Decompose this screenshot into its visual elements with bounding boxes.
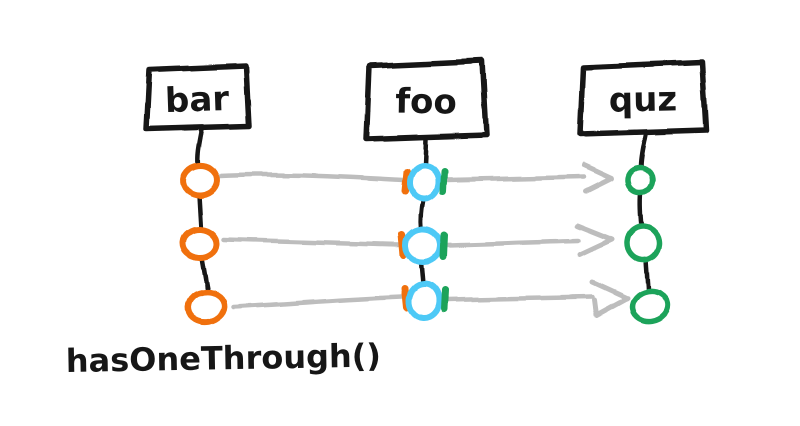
foo-node-1 xyxy=(406,163,442,201)
arrow-head-row3-icon xyxy=(589,279,630,318)
quz-box-label: quz xyxy=(608,79,677,120)
connector-row1-right xyxy=(444,174,587,183)
bar-chain-line-2 xyxy=(199,254,211,295)
quz-node-2 xyxy=(624,223,662,263)
connector-row2-left xyxy=(221,237,402,248)
connector-row2-right xyxy=(443,238,581,248)
arrow-head-row1-icon xyxy=(581,162,615,194)
bar-stem-line xyxy=(195,126,205,167)
caption-has-one-through: hasOneThrough() xyxy=(65,337,381,380)
foo-chain-line-1 xyxy=(418,195,426,232)
sketch-layer xyxy=(143,58,709,326)
foo-node-1-right-tick xyxy=(439,168,448,195)
connector-row3-left xyxy=(230,294,405,310)
table-box-quz xyxy=(577,59,709,324)
foo-node-3-right-tick xyxy=(440,287,449,313)
table-box-foo xyxy=(363,58,490,321)
connector-row1-left xyxy=(217,172,407,183)
bar-node-2 xyxy=(180,225,220,261)
foo-stem-line xyxy=(422,136,429,169)
foo-node-3 xyxy=(405,281,443,321)
quz-stem-line xyxy=(638,131,649,170)
bar-node-1 xyxy=(180,161,220,199)
foo-box-outline xyxy=(363,58,490,142)
quz-node-1 xyxy=(625,165,655,195)
bar-box-label: bar xyxy=(164,79,230,121)
arrow-head-row2-icon xyxy=(574,223,615,258)
foo-box-label: foo xyxy=(395,81,457,122)
foo-node-2 xyxy=(403,225,443,265)
foo-node-2-right-tick xyxy=(439,231,448,260)
quz-box-outline xyxy=(577,59,709,137)
connector-row3-right xyxy=(444,294,595,303)
bar-box-outline xyxy=(143,63,252,132)
quz-chain-line-2 xyxy=(643,257,651,292)
table-box-bar xyxy=(143,63,252,326)
foo-chain-line-2 xyxy=(418,258,426,287)
foo-node-1-left-tick xyxy=(401,168,411,195)
bar-chain-line-1 xyxy=(196,192,204,232)
bar-node-3 xyxy=(185,288,227,326)
quz-node-3 xyxy=(629,288,671,324)
quz-chain-line-1 xyxy=(638,190,645,230)
